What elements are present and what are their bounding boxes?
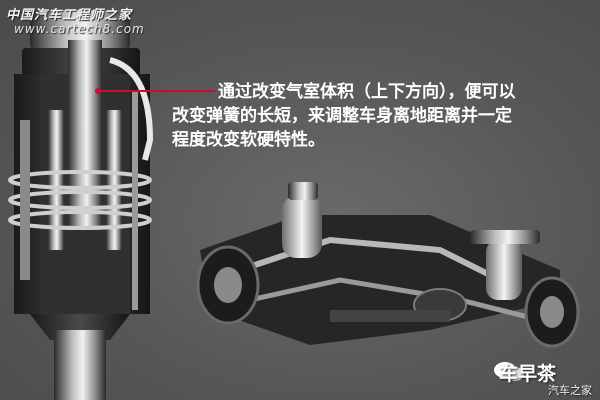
strut-right-rib <box>132 90 138 310</box>
air-strut-cutaway <box>8 10 154 400</box>
annotation-line-3: 程度改变软硬特性。 <box>172 130 325 150</box>
axle-lower-link <box>249 277 541 323</box>
axle-driveshaft <box>330 310 450 322</box>
watermark-site-name: 中国汽车工程师之家 <box>6 8 133 23</box>
wechat-bubble-icon <box>494 362 524 381</box>
watermark-url: www.cartech8.com <box>14 22 145 36</box>
strut-side-rib <box>20 120 30 280</box>
right-air-spring-top <box>470 230 540 244</box>
left-air-spring <box>282 196 322 258</box>
left-air-spring-top <box>288 182 318 200</box>
annotation-line-2: 改变弹簧的长短，来调整车身离地距离并一定 <box>172 106 512 126</box>
right-air-spring <box>486 240 522 300</box>
strut-top-mount <box>30 10 130 50</box>
strut-air-line <box>109 57 154 161</box>
right-hub-center <box>540 296 564 328</box>
brand-name: 车早茶 <box>498 363 556 385</box>
strut-inner-tube-left <box>48 110 64 250</box>
strut-inner-rod <box>68 40 102 230</box>
watermark: 中国汽车工程师之家 www.cartech8.com <box>6 4 156 44</box>
annotation-pointer-dot <box>95 88 101 94</box>
rear-axle-assembly <box>196 182 580 348</box>
strut-lower-tube <box>54 330 106 400</box>
strut-coil-bands <box>8 170 152 230</box>
annotation-text: 通过改变气室体积（上下方向），便可以 改变弹簧的长短，来调整车身离地距离并一定 … <box>172 80 592 152</box>
brand-sub: 汽车之家 <box>548 384 592 397</box>
axle-crossbeam <box>239 236 522 293</box>
annotation-line-1: 通过改变气室体积（上下方向），便可以 <box>218 82 516 102</box>
left-hub-center <box>214 267 242 303</box>
